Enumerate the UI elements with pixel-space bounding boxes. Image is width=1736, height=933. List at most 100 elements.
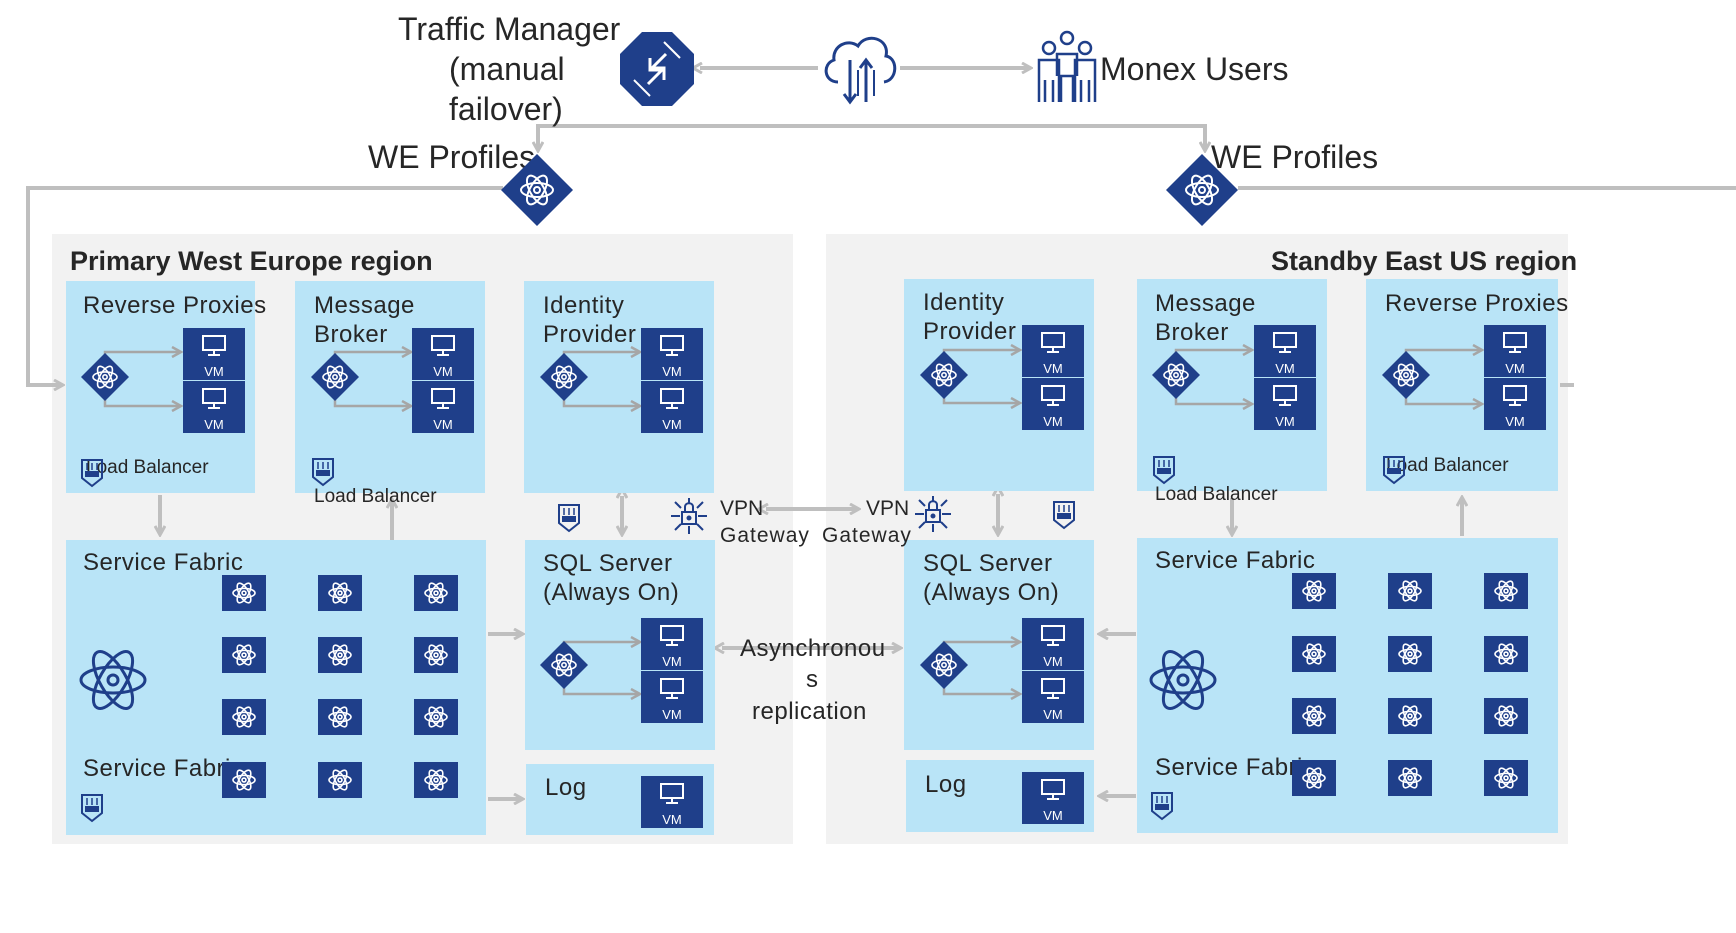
vm-monitor-icon[interactable]: VM bbox=[1484, 378, 1546, 430]
primary-service-fabric-label-bottom: Service Fabric bbox=[83, 755, 244, 782]
traffic-manager-icon[interactable] bbox=[620, 32, 694, 106]
service-fabric-icon bbox=[79, 650, 147, 710]
vm-monitor-icon[interactable]: VM bbox=[183, 381, 245, 433]
service-fabric-node-icon[interactable] bbox=[1484, 698, 1528, 734]
service-fabric-node-icon[interactable] bbox=[1292, 573, 1336, 609]
vm-label: VM bbox=[204, 417, 224, 432]
vm-monitor-icon[interactable]: VM bbox=[1022, 671, 1084, 723]
standby-sql-label-2: (Always On) bbox=[923, 579, 1060, 606]
service-fabric-node-icon[interactable] bbox=[414, 699, 458, 735]
standby-sql-label-1: SQL Server bbox=[923, 550, 1053, 577]
service-fabric-node-icon[interactable] bbox=[414, 762, 458, 798]
vm-label: VM bbox=[662, 707, 682, 722]
vm-label: VM bbox=[1275, 414, 1295, 429]
service-fabric-node-icon[interactable] bbox=[1388, 760, 1432, 796]
load-balancer-diamond-icon[interactable] bbox=[81, 353, 129, 401]
service-fabric-node-icon[interactable] bbox=[1292, 636, 1336, 672]
service-fabric-node-icon[interactable] bbox=[414, 575, 458, 611]
standby-service-fabric-label-top: Service Fabric bbox=[1155, 547, 1316, 574]
nsg-shield-icon bbox=[1383, 456, 1405, 485]
service-fabric-node-icon[interactable] bbox=[222, 637, 266, 673]
async-replication-label-2: s bbox=[806, 666, 819, 693]
service-fabric-node-icon[interactable] bbox=[1484, 760, 1528, 796]
service-fabric-node-icon[interactable] bbox=[222, 699, 266, 735]
service-fabric-node-icon[interactable] bbox=[222, 762, 266, 798]
vm-monitor-icon[interactable]: VM bbox=[641, 776, 703, 828]
vm-monitor-icon[interactable]: VM bbox=[641, 671, 703, 723]
service-fabric-node-icon[interactable] bbox=[1388, 573, 1432, 609]
vm-monitor-icon[interactable]: VM bbox=[1022, 378, 1084, 430]
vm-monitor-icon[interactable]: VM bbox=[412, 328, 474, 380]
vm-monitor-icon[interactable]: VM bbox=[1022, 618, 1084, 670]
vpn-gateway-right-label-2: Gateway bbox=[822, 524, 912, 547]
load-balancer-diamond-icon[interactable] bbox=[920, 351, 968, 399]
service-fabric-node-icon[interactable] bbox=[318, 575, 362, 611]
vm-monitor-icon[interactable]: VM bbox=[641, 381, 703, 433]
vm-monitor-icon[interactable]: VM bbox=[1254, 325, 1316, 377]
service-fabric-node-icon[interactable] bbox=[318, 762, 362, 798]
cloud-icon bbox=[824, 36, 897, 105]
primary-service-fabric-label-top: Service Fabric bbox=[83, 549, 244, 576]
vpn-gateway-icon[interactable] bbox=[669, 496, 709, 536]
primary-message-broker-label-1: Message bbox=[314, 292, 415, 319]
vm-label: VM bbox=[204, 364, 224, 379]
vpn-gateway-left-label-2: Gateway bbox=[720, 524, 810, 547]
nsg-shield-icon bbox=[1053, 501, 1075, 530]
vm-label: VM bbox=[1043, 361, 1063, 376]
primary-load-balancer-b: Load Balancer bbox=[314, 486, 437, 507]
primary-identity-label-1: Identity bbox=[543, 292, 625, 319]
vm-label: VM bbox=[433, 364, 453, 379]
profiles-diamond-icon[interactable] bbox=[1166, 154, 1238, 226]
vm-label: VM bbox=[662, 364, 682, 379]
service-fabric-node-icon[interactable] bbox=[1484, 573, 1528, 609]
vm-monitor-icon[interactable]: VM bbox=[412, 381, 474, 433]
primary-sql-label-2: (Always On) bbox=[543, 579, 680, 606]
nsg-shield-icon bbox=[1153, 456, 1175, 485]
service-fabric-node-icon[interactable] bbox=[1388, 636, 1432, 672]
vm-label: VM bbox=[1043, 654, 1063, 669]
service-fabric-node-icon[interactable] bbox=[1292, 698, 1336, 734]
vm-monitor-icon[interactable]: VM bbox=[641, 328, 703, 380]
vm-monitor-icon[interactable]: VM bbox=[183, 328, 245, 380]
vm-label: VM bbox=[662, 812, 682, 827]
we-profiles-right-label: WE Profiles bbox=[1211, 139, 1379, 175]
load-balancer-diamond-icon[interactable] bbox=[1382, 351, 1430, 399]
service-fabric-node-icon[interactable] bbox=[222, 575, 266, 611]
load-balancer-diamond-icon[interactable] bbox=[540, 353, 588, 401]
monex-users-label: Monex Users bbox=[1100, 51, 1289, 87]
vm-monitor-icon[interactable]: VM bbox=[1022, 772, 1084, 824]
vm-label: VM bbox=[1043, 808, 1063, 823]
load-balancer-diamond-icon[interactable] bbox=[540, 641, 588, 689]
vm-monitor-icon[interactable]: VM bbox=[1022, 325, 1084, 377]
standby-load-balancer-a: Load Balancer bbox=[1155, 484, 1278, 505]
profiles-diamond-icon[interactable] bbox=[501, 154, 573, 226]
standby-log-label: Log bbox=[925, 771, 967, 798]
nsg-shield-icon bbox=[81, 459, 103, 488]
load-balancer-diamond-icon[interactable] bbox=[311, 353, 359, 401]
vpn-gateway-icon[interactable] bbox=[913, 494, 953, 534]
service-fabric-node-icon[interactable] bbox=[318, 637, 362, 673]
vpn-gateway-right-label-1: VPN bbox=[866, 497, 910, 520]
vm-monitor-icon[interactable]: VM bbox=[1254, 378, 1316, 430]
nsg-shield-icon bbox=[1151, 792, 1173, 821]
service-fabric-node-icon[interactable] bbox=[1484, 636, 1528, 672]
standby-load-balancer-b: Load Balancer bbox=[1386, 455, 1509, 476]
load-balancer-diamond-icon[interactable] bbox=[920, 641, 968, 689]
primary-reverse-proxies-label: Reverse Proxies bbox=[83, 292, 267, 319]
traffic-manager-label-line1: Traffic Manager bbox=[398, 11, 621, 47]
standby-identity-label-1: Identity bbox=[923, 289, 1005, 316]
vm-label: VM bbox=[1505, 361, 1525, 376]
vm-monitor-icon[interactable]: VM bbox=[641, 618, 703, 670]
service-fabric-node-icon[interactable] bbox=[318, 699, 362, 735]
vm-label: VM bbox=[1043, 414, 1063, 429]
load-balancer-diamond-icon[interactable] bbox=[1152, 351, 1200, 399]
traffic-manager-label-line3: failover) bbox=[449, 91, 563, 127]
vm-label: VM bbox=[1505, 414, 1525, 429]
service-fabric-node-icon[interactable] bbox=[1388, 698, 1432, 734]
service-fabric-node-icon[interactable] bbox=[414, 637, 458, 673]
primary-log-label: Log bbox=[545, 774, 587, 801]
async-replication-label-1: Asynchronou bbox=[740, 635, 886, 662]
service-fabric-node-icon[interactable] bbox=[1292, 760, 1336, 796]
vm-monitor-icon[interactable]: VM bbox=[1484, 325, 1546, 377]
primary-sql-label-1: SQL Server bbox=[543, 550, 673, 577]
